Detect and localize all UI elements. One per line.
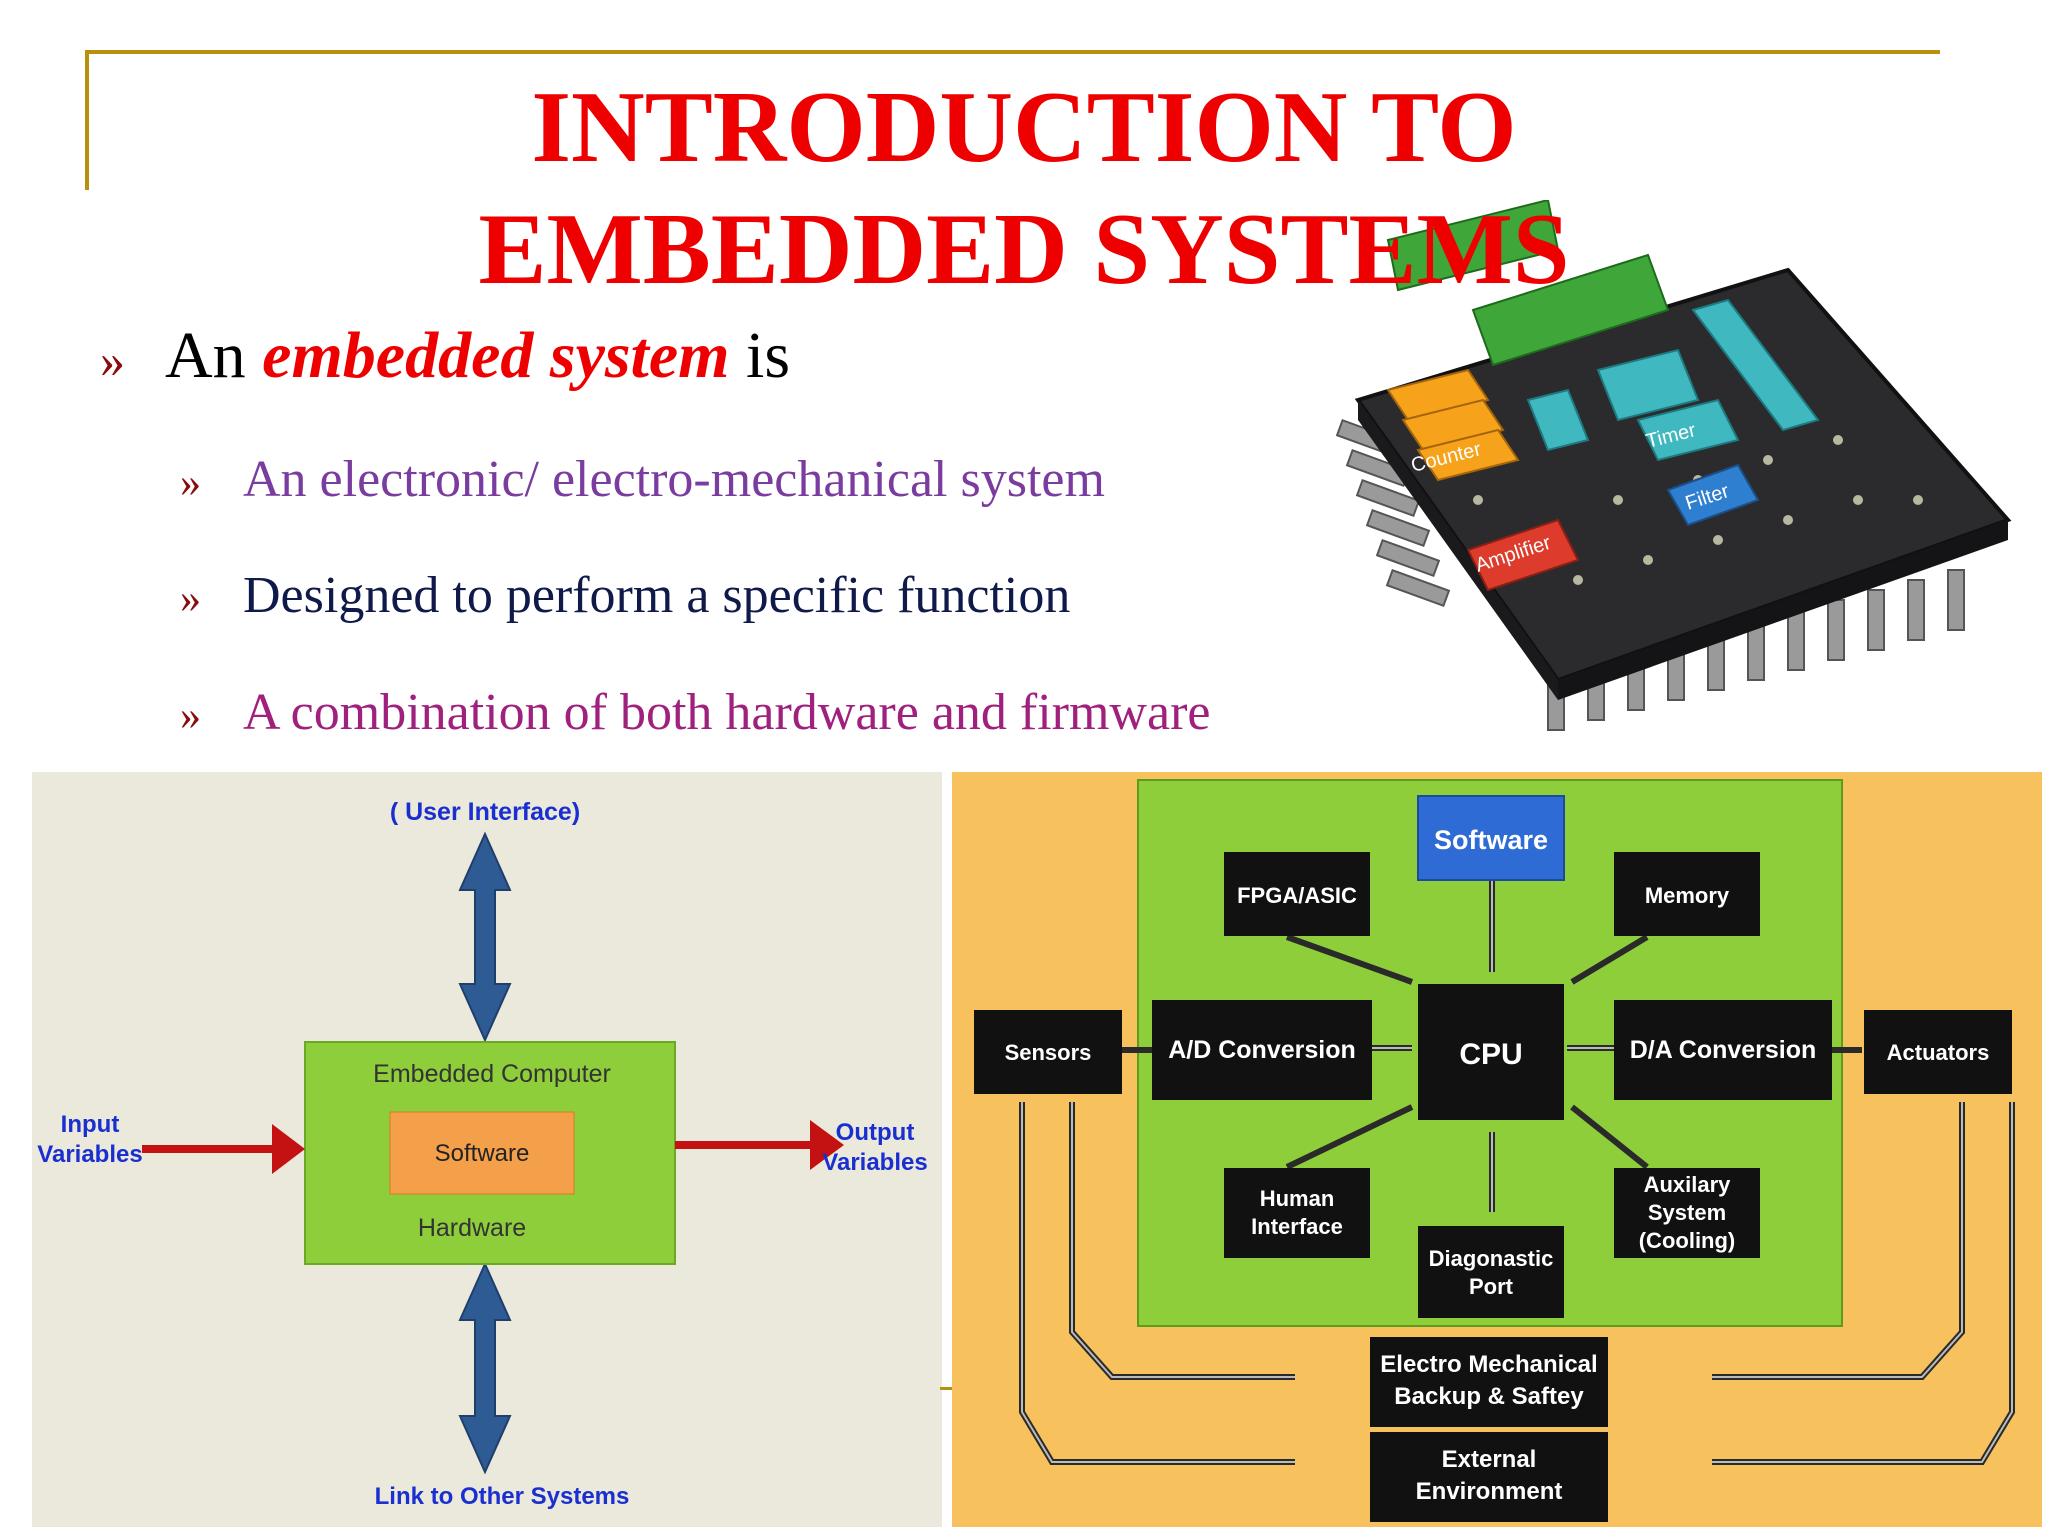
link-systems-arrow bbox=[458, 1261, 512, 1475]
auxiliary-system-block bbox=[1614, 1168, 1760, 1258]
actuators-label: Actuators bbox=[1887, 1040, 1990, 1065]
electro-mechanical-block bbox=[1370, 1337, 1608, 1427]
link-other-systems-label: Link to Other Systems bbox=[375, 1483, 630, 1510]
ad-conversion-label: A/D Conversion bbox=[1168, 1036, 1356, 1064]
software-block bbox=[1417, 795, 1565, 881]
fpga-label: FPGA/ASIC bbox=[1237, 883, 1357, 908]
bullet-glyph: » bbox=[180, 576, 201, 622]
fpga-block bbox=[1224, 852, 1370, 936]
hardware-label: Hardware bbox=[418, 1214, 526, 1242]
external-environment-block bbox=[1370, 1432, 1608, 1522]
input-label-line2: Variables bbox=[37, 1141, 142, 1168]
bullet-text-post: is bbox=[729, 319, 791, 392]
cpu-block bbox=[1418, 984, 1564, 1120]
memory-label: Memory bbox=[1645, 883, 1730, 908]
cpu-label: CPU bbox=[1459, 1038, 1522, 1071]
embedded-computer-diagram: ( User Interface) Embedded Computer Soft… bbox=[37, 798, 927, 1510]
title-frame-top bbox=[85, 50, 1940, 54]
auxiliary-system-line1: Auxilary bbox=[1644, 1172, 1732, 1197]
output-label-line2: Variables bbox=[822, 1149, 927, 1176]
bullet-glyph: » bbox=[180, 693, 201, 739]
input-arrow bbox=[142, 1124, 305, 1174]
slide-title-line-2: EMBEDDED SYSTEMS bbox=[478, 193, 1570, 306]
bullet-glyph: » bbox=[100, 332, 125, 388]
human-interface-block bbox=[1224, 1168, 1370, 1258]
slide-title-line-1: INTRODUCTION TO bbox=[531, 71, 1517, 184]
sensors-block bbox=[974, 1010, 1122, 1094]
main-bullet: » An embedded system is bbox=[100, 318, 790, 394]
da-conversion-label: D/A Conversion bbox=[1630, 1036, 1817, 1064]
software-label: Software bbox=[1434, 825, 1548, 855]
sub-bullet-1: » An electronic/ electro-mechanical syste… bbox=[180, 450, 1105, 509]
human-interface-line2: Interface bbox=[1251, 1214, 1343, 1239]
bullet-glyph: » bbox=[180, 460, 201, 506]
microcontroller-chip-illustration: Counter Amplifier Filter Timer bbox=[1335, 200, 2012, 731]
title-frame-left bbox=[85, 50, 89, 190]
diagnostic-port-line1: Diagonastic bbox=[1429, 1246, 1554, 1271]
sub-bullet-2: » Designed to perform a specific function bbox=[180, 566, 1070, 625]
diagnostic-port-line2: Port bbox=[1469, 1274, 1514, 1299]
electro-mechanical-line2: Backup & Saftey bbox=[1394, 1383, 1584, 1410]
user-interface-arrow bbox=[458, 831, 512, 1043]
embedded-computer-label: Embedded Computer bbox=[373, 1060, 611, 1088]
diagnostic-port-block bbox=[1418, 1226, 1564, 1318]
bullet-text-pre: An bbox=[165, 319, 263, 392]
sensors-label: Sensors bbox=[1005, 1040, 1092, 1065]
sub-bullet-text: Designed to perform a specific function bbox=[243, 567, 1071, 624]
output-label-line1: Output bbox=[836, 1119, 915, 1146]
user-interface-label: ( User Interface) bbox=[390, 798, 580, 826]
external-environment-line1: External bbox=[1442, 1446, 1537, 1473]
sub-bullet-text: An electronic/ electro-mechanical system bbox=[243, 451, 1105, 508]
ad-conversion-block bbox=[1152, 1000, 1372, 1100]
software-label: Software bbox=[435, 1140, 530, 1167]
sub-bullet-text: A combination of both hardware and firmw… bbox=[243, 684, 1211, 741]
external-environment-line2: Environment bbox=[1416, 1478, 1563, 1505]
software-box bbox=[389, 1111, 575, 1195]
output-arrow bbox=[675, 1120, 844, 1170]
sub-bullet-3: » A combination of both hardware and firm… bbox=[180, 683, 1210, 742]
bullet-text-emphasis: embedded system bbox=[262, 319, 730, 392]
actuators-block bbox=[1864, 1010, 2012, 1094]
input-label-line1: Input bbox=[61, 1111, 120, 1138]
auxiliary-system-line2: System bbox=[1648, 1200, 1726, 1225]
memory-block bbox=[1614, 852, 1760, 936]
slide-footer-line bbox=[940, 1387, 960, 1390]
human-interface-line1: Human bbox=[1260, 1186, 1335, 1211]
da-conversion-block bbox=[1614, 1000, 1832, 1100]
embedded-architecture-diagram: Software FPGA/ASIC Memory Sensors A/D Co… bbox=[974, 779, 2015, 1522]
electro-mechanical-line1: Electro Mechanical bbox=[1380, 1351, 1597, 1378]
auxiliary-system-line3: (Cooling) bbox=[1639, 1228, 1736, 1253]
